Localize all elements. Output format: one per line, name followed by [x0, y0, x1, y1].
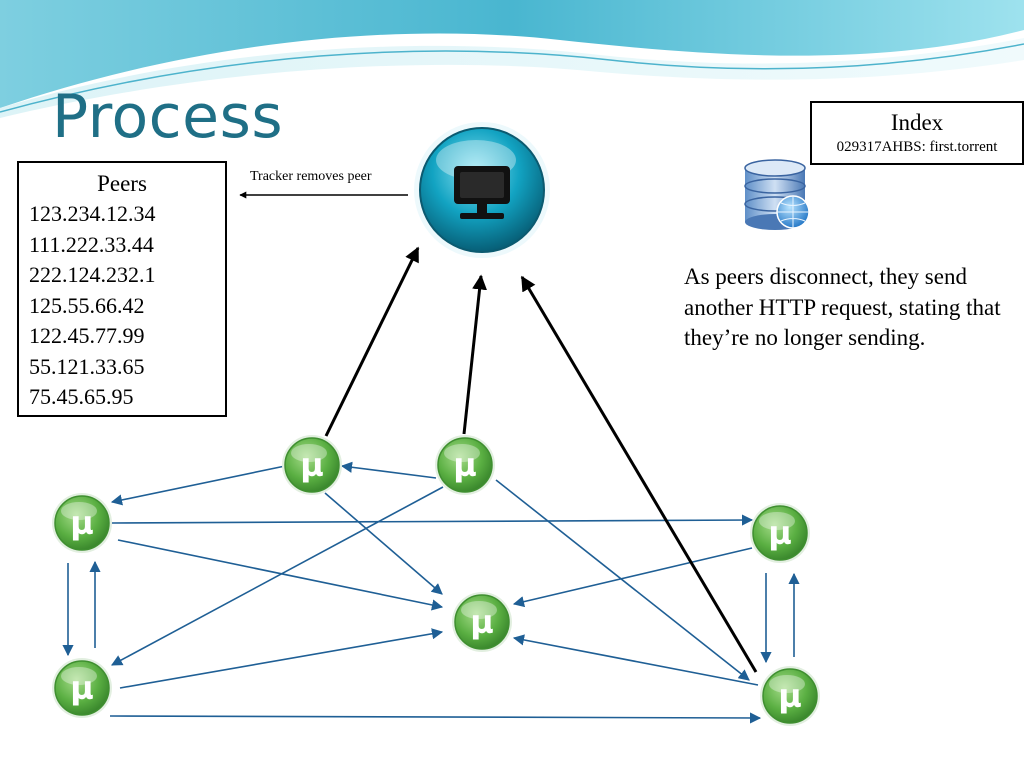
explanation-text: As peers disconnect, they send another H…: [684, 264, 1001, 350]
header-wave: [0, 0, 1024, 118]
peer-arrow: [512, 547, 753, 608]
peer-arrow: [117, 539, 444, 611]
database-globe-icon: [744, 159, 810, 230]
peer-ip: 222.124.232.1: [29, 262, 156, 287]
peers-heading: Peers: [97, 171, 147, 196]
svg-text:µ: µ: [70, 669, 94, 707]
peer-arrow: [110, 464, 291, 506]
peer-arrow: [340, 461, 437, 479]
utorrent-icon: µ: [452, 592, 512, 652]
tracker-arrows: [239, 191, 758, 673]
tracker-arrow: [520, 275, 758, 673]
index-heading: Index: [890, 110, 944, 135]
peer-ip: 111.222.33.44: [29, 231, 154, 257]
monitor-icon: [414, 122, 550, 258]
svg-text:µ: µ: [768, 514, 792, 552]
svg-text:µ: µ: [300, 446, 324, 484]
index-box: Index 029317AHBS: first.torrent: [810, 101, 1024, 165]
peer-arrow: [324, 492, 443, 595]
peer-arrow: [495, 479, 750, 681]
peer-arrow: [119, 628, 444, 689]
peer-arrow: [111, 514, 754, 526]
tracker-arrow: [324, 246, 420, 437]
svg-text:µ: µ: [453, 446, 477, 484]
peer-ip: 123.234.12.34: [29, 201, 156, 226]
peer-arrows: [62, 461, 800, 724]
peer-nodes: µ µ µ µ µ µ µ: [52, 435, 820, 726]
utorrent-icon: µ: [282, 435, 342, 495]
slide-title: Process: [52, 82, 284, 152]
peer-ip: 55.121.33.65: [29, 353, 145, 379]
peer-ip: 122.45.77.99: [29, 323, 145, 348]
tracker-removes-peer-label: Tracker removes peer: [250, 169, 372, 184]
svg-text:µ: µ: [778, 677, 802, 715]
peers-list-box: Peers 123.234.12.34 111.222.33.44 222.12…: [17, 161, 227, 417]
utorrent-icon: µ: [52, 658, 112, 718]
utorrent-icon: µ: [435, 435, 495, 495]
utorrent-icon: µ: [760, 666, 820, 726]
peer-arrow: [512, 634, 759, 686]
utorrent-icon: µ: [52, 493, 112, 553]
tracker-arrow: [462, 274, 488, 435]
svg-text:µ: µ: [70, 504, 94, 542]
peer-arrow: [109, 712, 762, 724]
peer-arrow: [111, 486, 444, 666]
index-entry: 029317AHBS: first.torrent: [836, 139, 998, 155]
svg-text:µ: µ: [470, 603, 494, 641]
peer-ip: 75.45.65.95: [29, 384, 134, 409]
peer-ip: 125.55.66.42: [29, 292, 145, 318]
utorrent-icon: µ: [750, 503, 810, 563]
